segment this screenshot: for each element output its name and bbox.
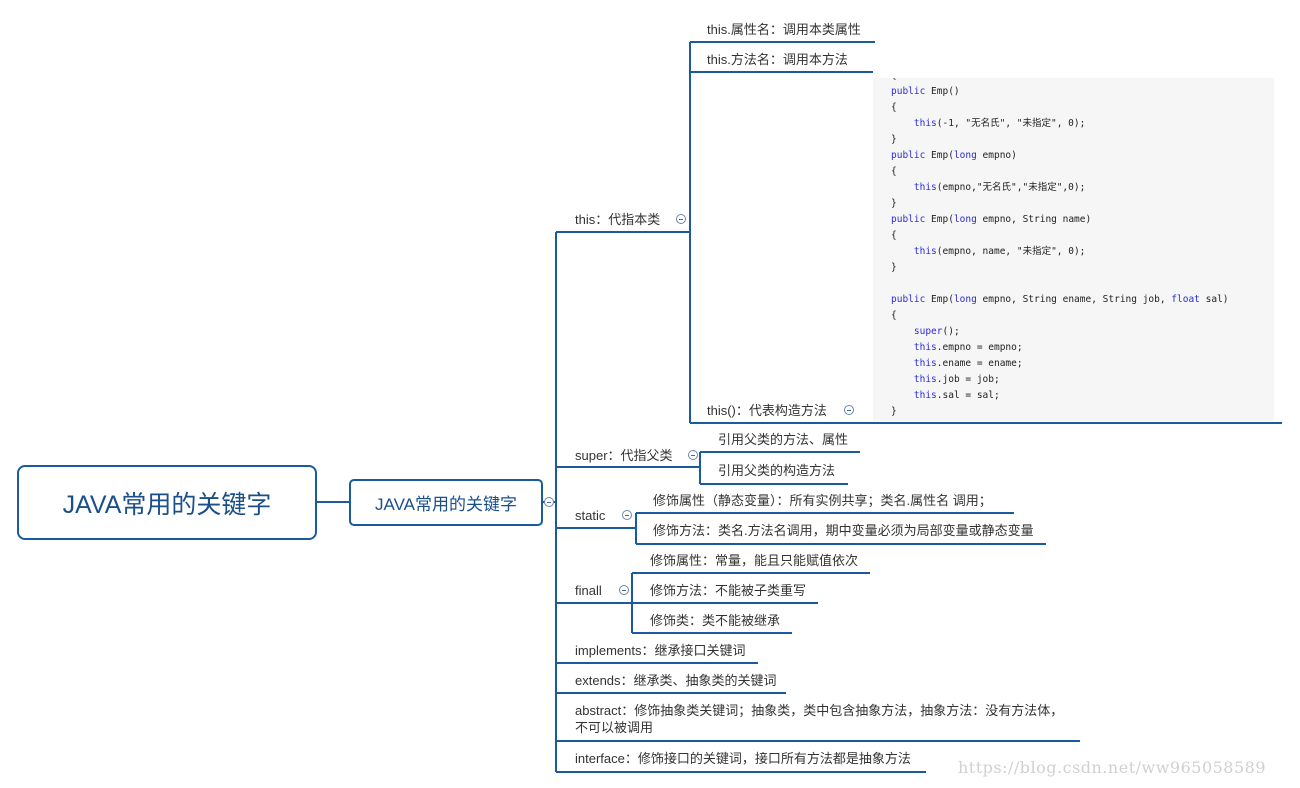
collapse-icon[interactable] <box>622 510 632 520</box>
super-method-node[interactable]: 引用父类的方法、属性 <box>718 432 849 447</box>
collapse-icon[interactable] <box>619 585 629 595</box>
super-constructor-node[interactable]: 引用父类的构造方法 <box>718 463 836 478</box>
collapse-icon[interactable] <box>688 450 698 460</box>
this-property-node[interactable]: this.属性名：调用本类属性 <box>707 22 861 37</box>
branch-abstract-line1[interactable]: abstract：修饰抽象类关键词；抽象类，类中包含抽象方法，抽象方法：没有方法… <box>575 703 1064 718</box>
branch-this[interactable]: this：代指本类 <box>575 212 661 227</box>
central-topic-label: JAVA常用的关键字 <box>375 495 517 514</box>
code-text: { public Emp() { this(-1, "无名氏", "未指定", … <box>891 78 1229 417</box>
branch-extends[interactable]: extends：继承类、抽象类的关键词 <box>575 673 777 688</box>
this-constructor-node[interactable]: this()：代表构造方法 <box>707 403 827 418</box>
branch-super[interactable]: super：代指父类 <box>575 448 673 463</box>
collapse-icon[interactable] <box>676 214 686 224</box>
root-node[interactable]: JAVA常用的关键字 <box>17 465 317 540</box>
static-property-node[interactable]: 修饰属性（静态变量）：所有实例共享；类名.属性名 调用； <box>653 493 992 508</box>
final-property-node[interactable]: 修饰属性：常量，能且只能赋值依次 <box>650 553 859 568</box>
watermark: https://blog.csdn.net/ww965058589 <box>958 758 1267 777</box>
branch-static[interactable]: static <box>575 508 606 523</box>
branch-final[interactable]: finall <box>575 583 602 598</box>
branch-implements[interactable]: implements：继承接口关键词 <box>575 643 746 658</box>
final-method-node[interactable]: 修饰方法：不能被子类重写 <box>650 583 807 598</box>
branch-interface[interactable]: interface：修饰接口的关键词，接口所有方法都是抽象方法 <box>575 751 911 766</box>
static-method-node[interactable]: 修饰方法：类名.方法名调用，期中变量必须为局部变量或静态变量 <box>653 523 1034 538</box>
central-topic[interactable]: JAVA常用的关键字 <box>349 479 543 526</box>
code-snippet: { public Emp() { this(-1, "无名氏", "未指定", … <box>873 78 1274 421</box>
final-class-node[interactable]: 修饰类：类不能被继承 <box>650 613 781 628</box>
collapse-icon[interactable] <box>844 405 854 415</box>
this-method-node[interactable]: this.方法名：调用本方法 <box>707 52 848 67</box>
root-node-label: JAVA常用的关键字 <box>62 490 272 519</box>
collapse-icon[interactable] <box>544 497 554 507</box>
branch-abstract-line2[interactable]: 不可以被调用 <box>575 720 654 735</box>
